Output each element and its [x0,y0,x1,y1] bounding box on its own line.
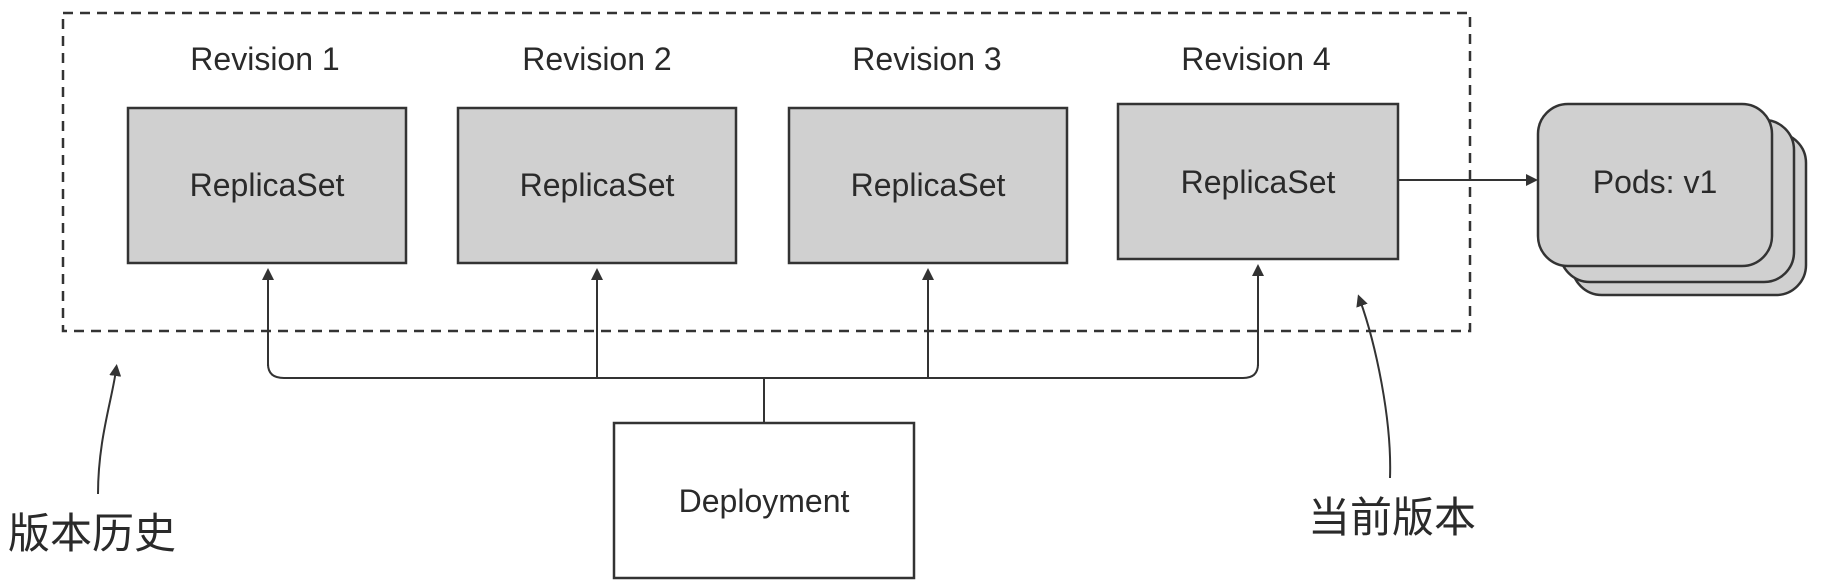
revision-2-label: Revision 2 [522,41,671,77]
revision-history-boundary [61,11,1472,333]
current-annotation: 当前版本 [1308,493,1476,542]
replicaset-box-2 [456,106,738,265]
history-annotation: 版本历史 [8,509,176,558]
replicaset-box-1 [126,106,408,265]
replicaset-box-2-label: ReplicaSet [520,167,675,203]
deployment-label: Deployment [679,483,850,519]
pods-card-front [1536,102,1774,268]
revision-4-label: Revision 4 [1181,41,1330,77]
deployment-box [612,421,916,580]
replicaset-box-1-label: ReplicaSet [190,167,345,203]
replicaset-box-3 [787,106,1069,265]
replicaset-box-4-label: ReplicaSet [1181,164,1336,200]
revision-3-label: Revision 3 [852,41,1001,77]
history-pointer [97,364,122,495]
replicaset-box-3-label: ReplicaSet [851,167,1006,203]
replicaset-box-4 [1116,102,1400,261]
pods-label: Pods: v1 [1593,164,1718,200]
deployment-connector [267,363,1259,423]
current-pointer [1356,294,1392,479]
revision-1-label: Revision 1 [190,41,339,77]
